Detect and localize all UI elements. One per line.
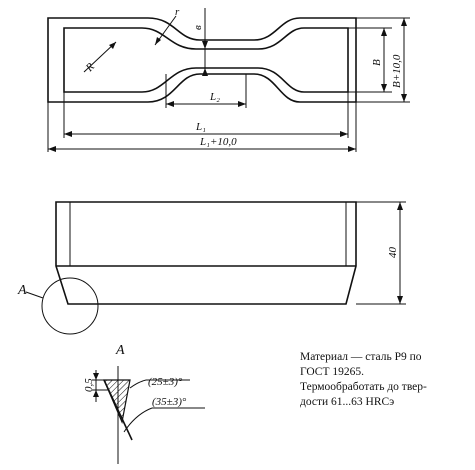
dim-B-plus-label: B+10,0 [391,54,403,88]
dim-L2-label: L₂ [209,91,220,103]
angle-top-label: (25±3)° [148,376,183,388]
detail-view: A 0,5 (25±3)° (35±3)° [83,343,205,464]
dim-L2: L₂ [166,91,246,107]
dim-r-small-label: r [175,6,180,18]
dim-L1-plus: L₁+10,0 [48,136,356,152]
angle-bottom-label: (35±3)° [152,396,187,408]
angle-top: (25±3)° [129,376,190,389]
dim-L1: L₁ [64,121,348,137]
detail-circle [41,277,99,335]
dim-B-plus: B+10,0 [391,18,407,102]
note-line-4: дости 61...63 HRCэ [300,396,395,408]
dim-R: R [83,41,117,75]
dim-L1-label: L₁ [195,121,206,133]
material-note: Материал — сталь Р9 по ГОСТ 19265. Термо… [300,350,472,410]
note-line-3: Термообработать до твер- [300,381,427,393]
dim-R-label: R [83,61,97,75]
dim-depth-label: 0,5 [83,378,95,392]
dim-r-small: r [154,6,180,46]
dim-L1-plus-label: L₁+10,0 [199,136,237,148]
blade-section-hatch [103,379,131,425]
top-view: в r R B B+10,0 [47,6,410,152]
note-line-2: ГОСТ 19265. [300,366,365,378]
dim-height: 40 [356,201,406,305]
detail-title: A [115,343,125,358]
detail-callout: A [17,277,99,335]
front-view: 40 A [17,201,406,335]
angle-bottom: (35±3)° [123,396,205,433]
dim-depth: 0,5 [83,370,108,402]
dim-b-small-label: в [192,25,204,30]
dim-B-label: B [371,59,383,66]
dim-b-small: в [192,8,208,76]
top-outline-inner [63,27,349,93]
detail-marker-label: A [17,283,27,298]
dim-height-label: 40 [387,247,399,259]
dim-B: B [371,28,387,92]
front-outline [55,201,357,305]
note-line-1: Материал — сталь Р9 по [300,351,422,363]
